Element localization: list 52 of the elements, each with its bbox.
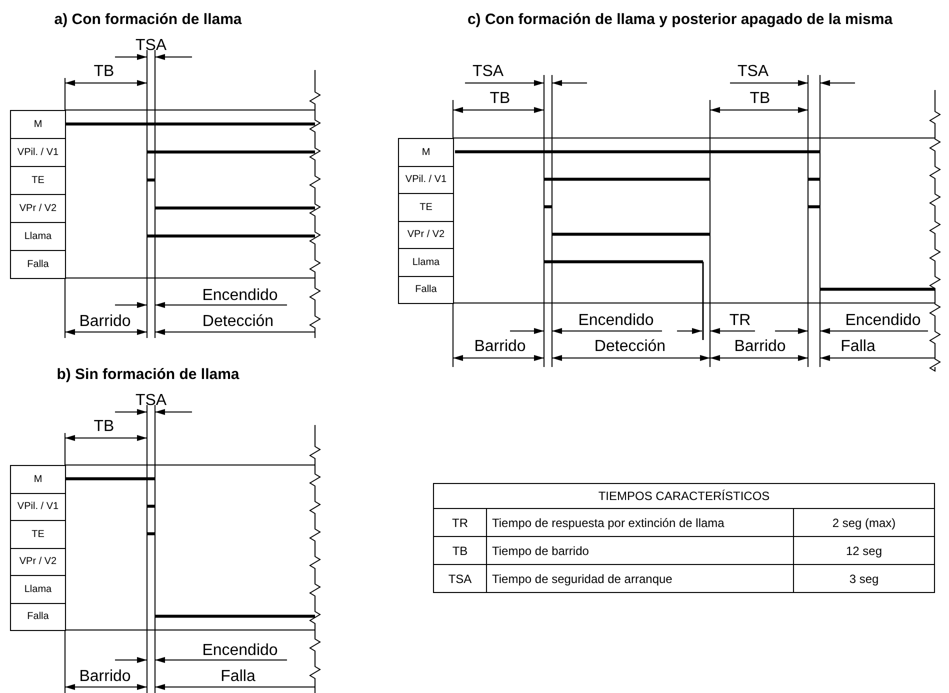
signal-name: VPil. / V1 <box>398 166 454 194</box>
time-label: TSA <box>737 64 769 80</box>
interval-label: Falla <box>220 669 256 685</box>
time-label: TB <box>750 91 770 107</box>
signal-name: TE <box>10 520 66 548</box>
interval-label: Detección <box>202 314 274 330</box>
panel-title: b) Sin formación de llama <box>56 367 240 382</box>
signal-name: M <box>10 465 66 494</box>
interval-label: Falla <box>840 339 876 355</box>
signal-name: VPr / V2 <box>398 220 454 249</box>
signal-name: Llama <box>398 248 454 276</box>
interval-label: Barrido <box>79 669 131 685</box>
signal-name: VPr / V2 <box>10 548 66 576</box>
interval-label: Barrido <box>734 339 786 355</box>
interval-label: Detección <box>594 339 666 355</box>
signal-name: TE <box>10 166 66 195</box>
table-cell: Tiempo de seguridad de arranque <box>486 564 794 592</box>
table-cell: 12 seg <box>794 536 934 564</box>
signal-name: Falla <box>10 602 66 631</box>
table-header: TIEMPOS CARACTERÍSTICOS <box>434 484 934 508</box>
table-cell: Tiempo de barrido <box>486 536 794 564</box>
time-label: TSA <box>472 64 504 80</box>
panel-title: c) Con formación de llama y posterior apagado de la misma <box>467 12 893 27</box>
interval-label: Barrido <box>79 314 131 330</box>
interval-label: Encendido <box>845 313 921 329</box>
time-label: TB <box>94 419 114 435</box>
signal-name: VPil. / V1 <box>10 138 66 167</box>
table-cell: TB <box>434 536 486 564</box>
time-label: TSA <box>135 38 167 54</box>
signal-name: Falla <box>398 276 454 304</box>
signal-name: VPil. / V1 <box>10 492 66 521</box>
signal-name: M <box>10 110 66 139</box>
interval-label: Encendido <box>202 288 278 304</box>
table-cell: Tiempo de respuesta por extinción de llama <box>486 508 794 536</box>
table-cell: 3 seg <box>794 564 934 592</box>
signal-name: Falla <box>10 250 66 279</box>
time-label: TB <box>94 64 114 80</box>
signal-name: VPr / V2 <box>10 194 66 223</box>
interval-label: Encendido <box>578 313 654 329</box>
interval-label: Encendido <box>202 643 278 659</box>
signal-name: Llama <box>10 222 66 251</box>
panel-title: a) Con formación de llama <box>54 12 242 27</box>
table-cell: TSA <box>434 564 486 592</box>
interval-label: Barrido <box>474 339 526 355</box>
signal-name: M <box>398 138 454 166</box>
interval-label: TR <box>729 313 751 329</box>
signal-name: Llama <box>10 575 66 604</box>
time-label: TB <box>490 91 510 107</box>
time-label: TSA <box>135 393 167 409</box>
table-cell: 2 seg (max) <box>794 508 934 536</box>
table-cell: TR <box>434 508 486 536</box>
signal-name: TE <box>398 193 454 222</box>
